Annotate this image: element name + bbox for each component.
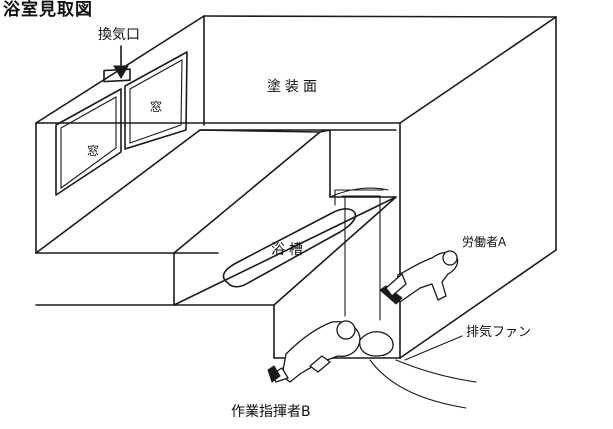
window-right-label: 窓	[150, 100, 163, 114]
tub-top-ledge	[35, 129, 321, 254]
exhaust-fan-pointer	[404, 335, 463, 361]
supervisor-b-figure	[267, 320, 394, 383]
bathtub-label: 浴槽	[271, 242, 307, 258]
window-right-frame	[124, 51, 188, 150]
ceiling-right-edge	[399, 16, 557, 124]
room-outline	[35, 15, 557, 359]
painted-surface-label: 塗装面	[267, 79, 321, 95]
vent	[103, 45, 131, 83]
ceiling-back-edge	[203, 15, 557, 18]
worker-a-label: 労働者A	[462, 235, 507, 249]
tub-basin	[222, 208, 357, 288]
exhaust-fan-lines	[369, 335, 477, 409]
tub-rim	[173, 129, 397, 306]
window-left-frame	[55, 88, 122, 196]
floor-right-edge	[399, 249, 557, 359]
supervisor-b-label: 作業指揮者B	[231, 404, 311, 420]
exhaust-fan-label: 排気ファン	[466, 325, 532, 340]
vent-label: 換気口	[98, 27, 140, 43]
worker-a-figure	[379, 250, 459, 305]
page-title: 浴室見取図	[3, 0, 93, 20]
window-left-label: 窓	[87, 144, 100, 158]
